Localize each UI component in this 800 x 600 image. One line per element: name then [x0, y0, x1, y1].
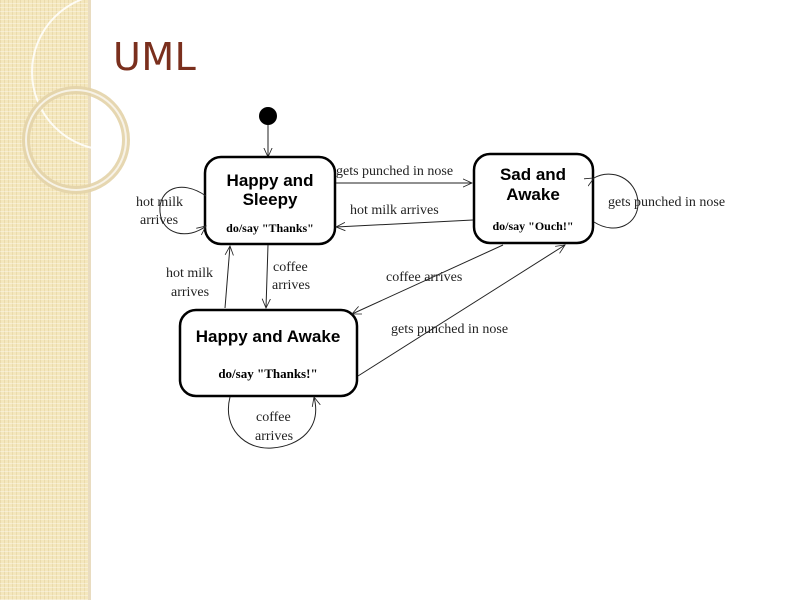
happy-sleepy-name-line1: Happy and [227, 171, 314, 190]
happy-sleepy-activity: do/say "Thanks" [226, 221, 314, 235]
label-self-sleepy-1: hot milk [136, 195, 183, 210]
label-punch-top: gets punched in nose [336, 164, 453, 179]
self-loop-sad [594, 173, 639, 229]
band-edge [88, 0, 91, 600]
label-down-2: arrives [272, 278, 310, 293]
label-self-sad: gets punched in nose [608, 195, 725, 210]
sad-awake-name-line2: Awake [506, 185, 560, 204]
happy-sleepy-name-line2: Sleepy [243, 190, 298, 209]
sad-awake-name-line1: Sad and [500, 165, 566, 184]
self-loop-sleepy [159, 186, 206, 234]
transition-punch-to-sad-2 [357, 245, 565, 377]
state-happy-awake [178, 308, 359, 398]
label-up-2: arrives [171, 285, 209, 300]
label-awake-to-sad: gets punched in nose [391, 322, 508, 337]
self-loop-awake [228, 397, 315, 449]
transition-coffee-to-awake [352, 244, 504, 315]
label-sad-to-awake: coffee arrives [386, 270, 462, 285]
deco-ring-highlight [25, 89, 127, 191]
decorative-rings [22, 0, 189, 194]
label-self-awake-2: arrives [255, 429, 293, 444]
label-self-sleepy-2: arrives [140, 213, 178, 228]
state-sad-awake [472, 152, 595, 245]
sad-awake-activity: do/say "Ouch!" [492, 219, 573, 233]
label-down-1: coffee [273, 260, 308, 275]
label-up-1: hot milk [166, 266, 213, 281]
deco-ring-large [31, 0, 189, 151]
happy-awake-name: Happy and Awake [196, 327, 341, 346]
transition-milk-up [224, 246, 230, 309]
happy-awake-activity: do/say "Thanks!" [218, 366, 317, 381]
label-milk-back: hot milk arrives [350, 203, 439, 218]
transition-milk-to-sleepy [336, 219, 474, 227]
label-self-awake-1: coffee [256, 410, 291, 425]
initial-state [259, 107, 277, 125]
slide-title: UML [113, 35, 197, 79]
state-happy-sleepy [203, 155, 337, 246]
transition-coffee-down [266, 244, 268, 308]
